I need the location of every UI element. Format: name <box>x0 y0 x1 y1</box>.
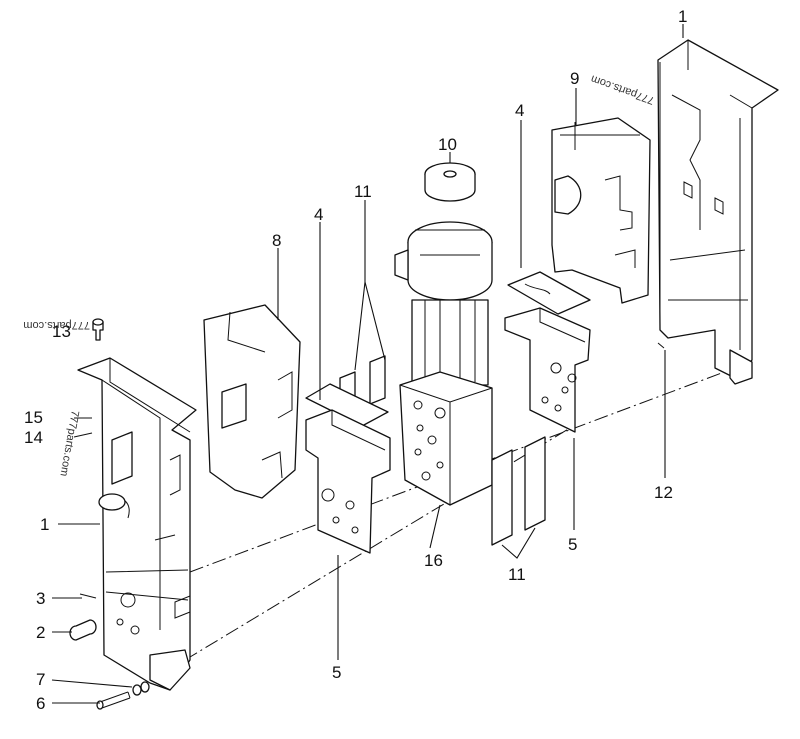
watermark-1: 777parts.com <box>23 319 90 331</box>
small-hardware <box>69 318 665 710</box>
callout-15: 15 <box>24 408 43 427</box>
callout-5-left: 5 <box>332 663 341 682</box>
side-bracket-right <box>504 307 591 433</box>
callout-10: 10 <box>438 135 457 154</box>
outer-housing-right <box>657 39 779 385</box>
side-liner-8 <box>203 304 301 499</box>
wear-plate-right <box>507 271 591 315</box>
leader-lines <box>51 24 684 704</box>
callout-2: 2 <box>36 623 45 642</box>
callout-1-top: 1 <box>678 7 687 26</box>
cylinder-assembly-16 <box>394 221 493 506</box>
callout-1-left: 1 <box>40 515 49 534</box>
callout-11-bottom: 11 <box>508 565 526 584</box>
callout-7: 7 <box>36 670 45 689</box>
callout-6: 6 <box>36 694 45 713</box>
callout-12: 12 <box>654 483 673 502</box>
outer-housing-left <box>77 357 197 691</box>
callout-16: 16 <box>424 551 443 570</box>
callout-14: 14 <box>24 428 43 447</box>
callout-4-right: 4 <box>515 101 524 120</box>
liner-strips-11 <box>491 436 546 546</box>
callout-5-right: 5 <box>568 535 577 554</box>
callout-9: 9 <box>570 69 579 88</box>
callout-13: 13 <box>52 322 71 341</box>
side-bracket-left <box>305 409 391 554</box>
cushion-10 <box>424 162 476 202</box>
callout-3: 3 <box>36 589 45 608</box>
watermark-2: 777parts.com <box>589 72 656 106</box>
callout-labels: 1 1 2 3 4 4 5 5 6 7 8 9 10 11 11 12 13 1… <box>24 7 687 713</box>
side-liner-9 <box>551 117 651 304</box>
watermark-3: 777parts.com <box>57 409 80 477</box>
callout-4-left: 4 <box>314 205 323 224</box>
callout-11-top: 11 <box>354 182 372 201</box>
callout-8: 8 <box>272 231 281 250</box>
